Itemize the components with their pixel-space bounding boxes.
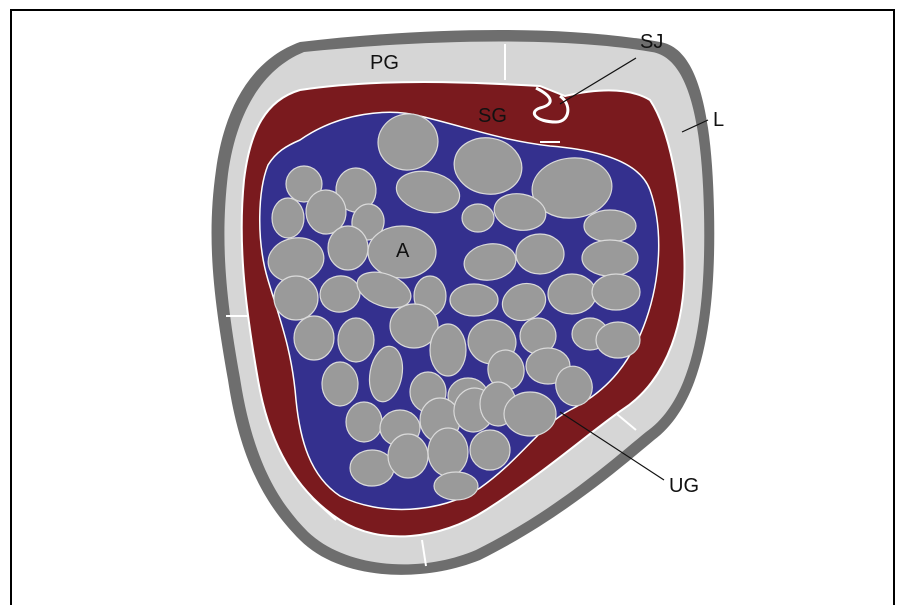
label-l: L <box>713 109 724 131</box>
fiber <box>294 316 334 360</box>
fiber <box>584 210 636 242</box>
fiber <box>548 274 596 314</box>
fiber <box>592 274 640 310</box>
fiber <box>428 428 468 476</box>
fiber <box>338 318 374 362</box>
fiber <box>582 240 638 276</box>
label-pg: PG <box>370 52 399 74</box>
fiber <box>434 472 478 500</box>
fiber <box>462 204 494 232</box>
fiber <box>346 402 382 442</box>
fiber <box>274 276 318 320</box>
fiber <box>596 322 640 358</box>
fiber <box>350 450 394 486</box>
fiber <box>272 198 304 238</box>
label-sj: SJ <box>640 31 663 53</box>
label-sg: SG <box>478 105 507 127</box>
label-ug: UG <box>669 475 699 497</box>
fiber <box>450 284 498 316</box>
fiber <box>430 324 466 376</box>
fiber <box>388 434 428 478</box>
fiber <box>322 362 358 406</box>
fiber <box>516 234 564 274</box>
fiber <box>470 430 510 470</box>
label-a: A <box>396 240 410 262</box>
fiber <box>328 226 368 270</box>
fiber <box>504 392 556 436</box>
